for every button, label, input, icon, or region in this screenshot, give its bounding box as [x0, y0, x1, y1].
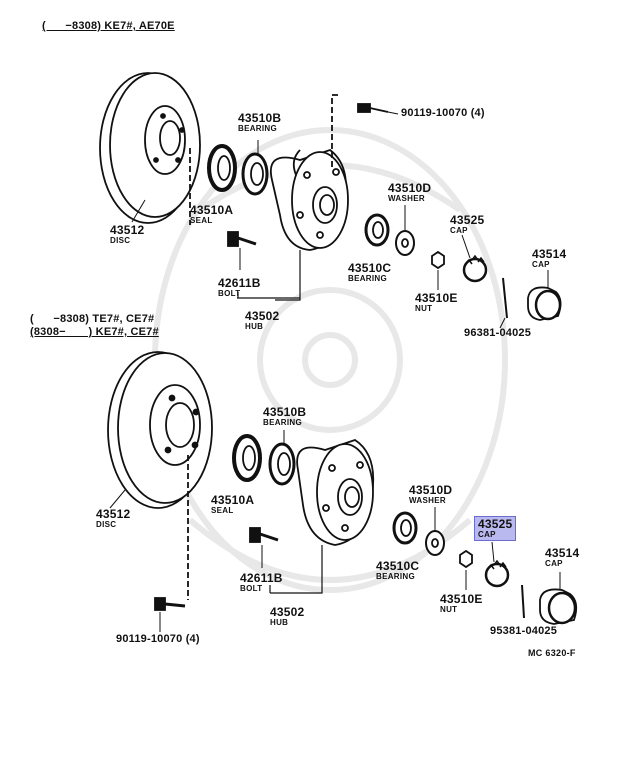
bearing-b-top [241, 152, 269, 196]
label-disc-top: 43512 DISC [110, 223, 145, 245]
castle-cap-top [462, 254, 488, 283]
hub-bolt-bottom [154, 597, 186, 611]
castle-cap-bottom [484, 559, 510, 588]
leader-disc-label-top [131, 199, 146, 223]
bearing-c-bottom [392, 511, 418, 545]
bearing-c-top [364, 213, 390, 247]
label-bearing-c-top: 43510C BEARING [348, 261, 392, 283]
label-hub-top: 43502 HUB [245, 309, 280, 331]
label-hub-bolt-bottom: 90119-10070 (4) [116, 633, 200, 645]
caption-top: ( −8308) KE7#, AE70E [42, 20, 175, 32]
nut-bottom [459, 549, 473, 569]
label-disc-bottom: 43512 DISC [96, 507, 131, 529]
leader-hub-bolt-top [331, 94, 338, 170]
bottom-assembly [107, 351, 578, 632]
nut-top [431, 250, 445, 270]
seal-top [207, 144, 237, 192]
label-nut-bottom: 43510E NUT [440, 592, 483, 614]
label-bearing-c-bottom: 43510C BEARING [376, 559, 420, 581]
bolt-bottom [249, 527, 279, 543]
hub-bolt-top [357, 103, 399, 115]
caption-bottom-line2: (8308− ) KE7#, CE7# [30, 326, 159, 338]
seal-bottom [232, 434, 262, 482]
grease-cap-top [527, 286, 562, 321]
label-cap25-bottom-highlighted[interactable]: 43525 CAP [474, 516, 517, 541]
top-assembly [99, 72, 562, 329]
label-cap25-top: 43525 CAP [450, 213, 485, 235]
washer-top [395, 230, 415, 256]
label-washer-bottom: 43510D WASHER [409, 483, 453, 505]
cotter-pin-bottom [521, 584, 525, 619]
disc-top [99, 72, 201, 224]
label-pin-top: 96381-04025 [464, 327, 532, 339]
label-cap14-top: 43514 CAP [532, 247, 567, 269]
label-cap14-bottom: 43514 CAP [545, 546, 580, 568]
label-seal-top: 43510A SEAL [190, 203, 234, 225]
caption-bottom-line1: ( −8308) TE7#, CE7# [30, 313, 155, 325]
hub-top [270, 148, 349, 251]
label-bearing-b-bottom: 43510B BEARING [263, 405, 307, 427]
label-bolt-bottom: 42611B BOLT [240, 571, 283, 593]
cotter-pin-top [502, 277, 508, 319]
label-hub-bolt-top: 90119-10070 (4) [401, 107, 485, 119]
hub-bottom [296, 439, 375, 546]
grease-cap-bottom [539, 588, 578, 625]
bolt-top [227, 231, 257, 247]
label-pin-bottom: 95381-04025 [490, 625, 558, 637]
disc-bottom [107, 351, 213, 509]
label-bolt-top: 42611B BOLT [218, 276, 261, 298]
label-nut-top: 43510E NUT [415, 291, 458, 313]
bearing-b-bottom [268, 442, 296, 486]
reference-code: MC 6320-F [528, 648, 576, 658]
label-seal-bottom: 43510A SEAL [211, 493, 255, 515]
washer-bottom [425, 530, 445, 556]
label-bearing-b-top: 43510B BEARING [238, 111, 282, 133]
label-washer-top: 43510D WASHER [388, 181, 432, 203]
label-hub-bottom: 43502 HUB [270, 605, 305, 627]
